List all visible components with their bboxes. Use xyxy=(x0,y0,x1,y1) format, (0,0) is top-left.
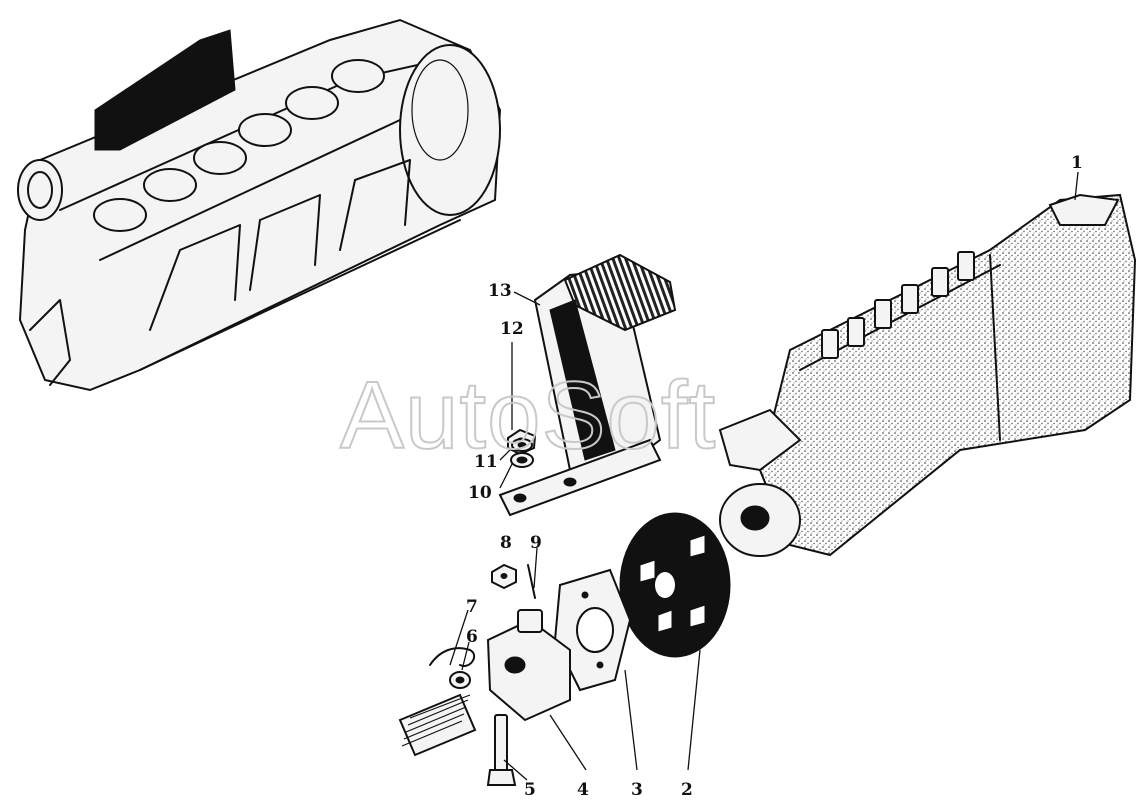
nut-8 xyxy=(491,563,517,590)
locking-wire-7 xyxy=(429,647,476,667)
cylinder-bore xyxy=(93,198,147,232)
callout-9: 9 xyxy=(530,533,542,553)
callout-labels: 1 2 3 4 5 6 7 8 9 10 11 12 13 xyxy=(466,153,1083,800)
flange-plate-3 xyxy=(553,568,632,692)
mounted-injection-pump xyxy=(94,29,236,151)
washer-10 xyxy=(510,452,534,468)
callout-8: 8 xyxy=(500,533,512,553)
washer-11 xyxy=(511,438,533,452)
callout-10: 10 xyxy=(468,483,492,503)
bracket-base-plate xyxy=(498,438,662,517)
pump-side-housing xyxy=(718,408,802,472)
callout-2: 2 xyxy=(681,780,693,800)
bolt-5 xyxy=(486,714,517,786)
clamp-block-4 xyxy=(486,609,571,722)
cylinder-bore xyxy=(238,113,292,147)
delivery-valves xyxy=(821,251,975,359)
callout-12: 12 xyxy=(500,319,524,339)
cylinder-bore xyxy=(285,86,339,120)
screw-6 xyxy=(449,671,471,689)
callout-11: 11 xyxy=(474,452,498,472)
callout-13: 13 xyxy=(488,281,512,301)
callout-6: 6 xyxy=(466,627,478,647)
pin-9 xyxy=(527,564,536,599)
cylinder-bore xyxy=(193,141,247,175)
flywheel-housing xyxy=(399,44,501,216)
engine-block xyxy=(17,18,502,392)
coupling-disc-2 xyxy=(619,512,731,658)
callout-5: 5 xyxy=(524,780,536,800)
spring-sleeve xyxy=(398,693,477,757)
watermark: AutoSoft xyxy=(340,362,716,469)
front-pulley xyxy=(17,159,63,221)
cylinder-bore xyxy=(331,59,385,93)
callout-3: 3 xyxy=(631,780,643,800)
injection-pump xyxy=(718,193,1137,557)
callout-1: 1 xyxy=(1071,153,1083,173)
leader-lines xyxy=(449,171,1079,781)
cylinder-bore xyxy=(143,168,197,202)
callout-4: 4 xyxy=(577,780,589,800)
bracket xyxy=(498,253,677,517)
callout-7: 7 xyxy=(466,597,478,617)
